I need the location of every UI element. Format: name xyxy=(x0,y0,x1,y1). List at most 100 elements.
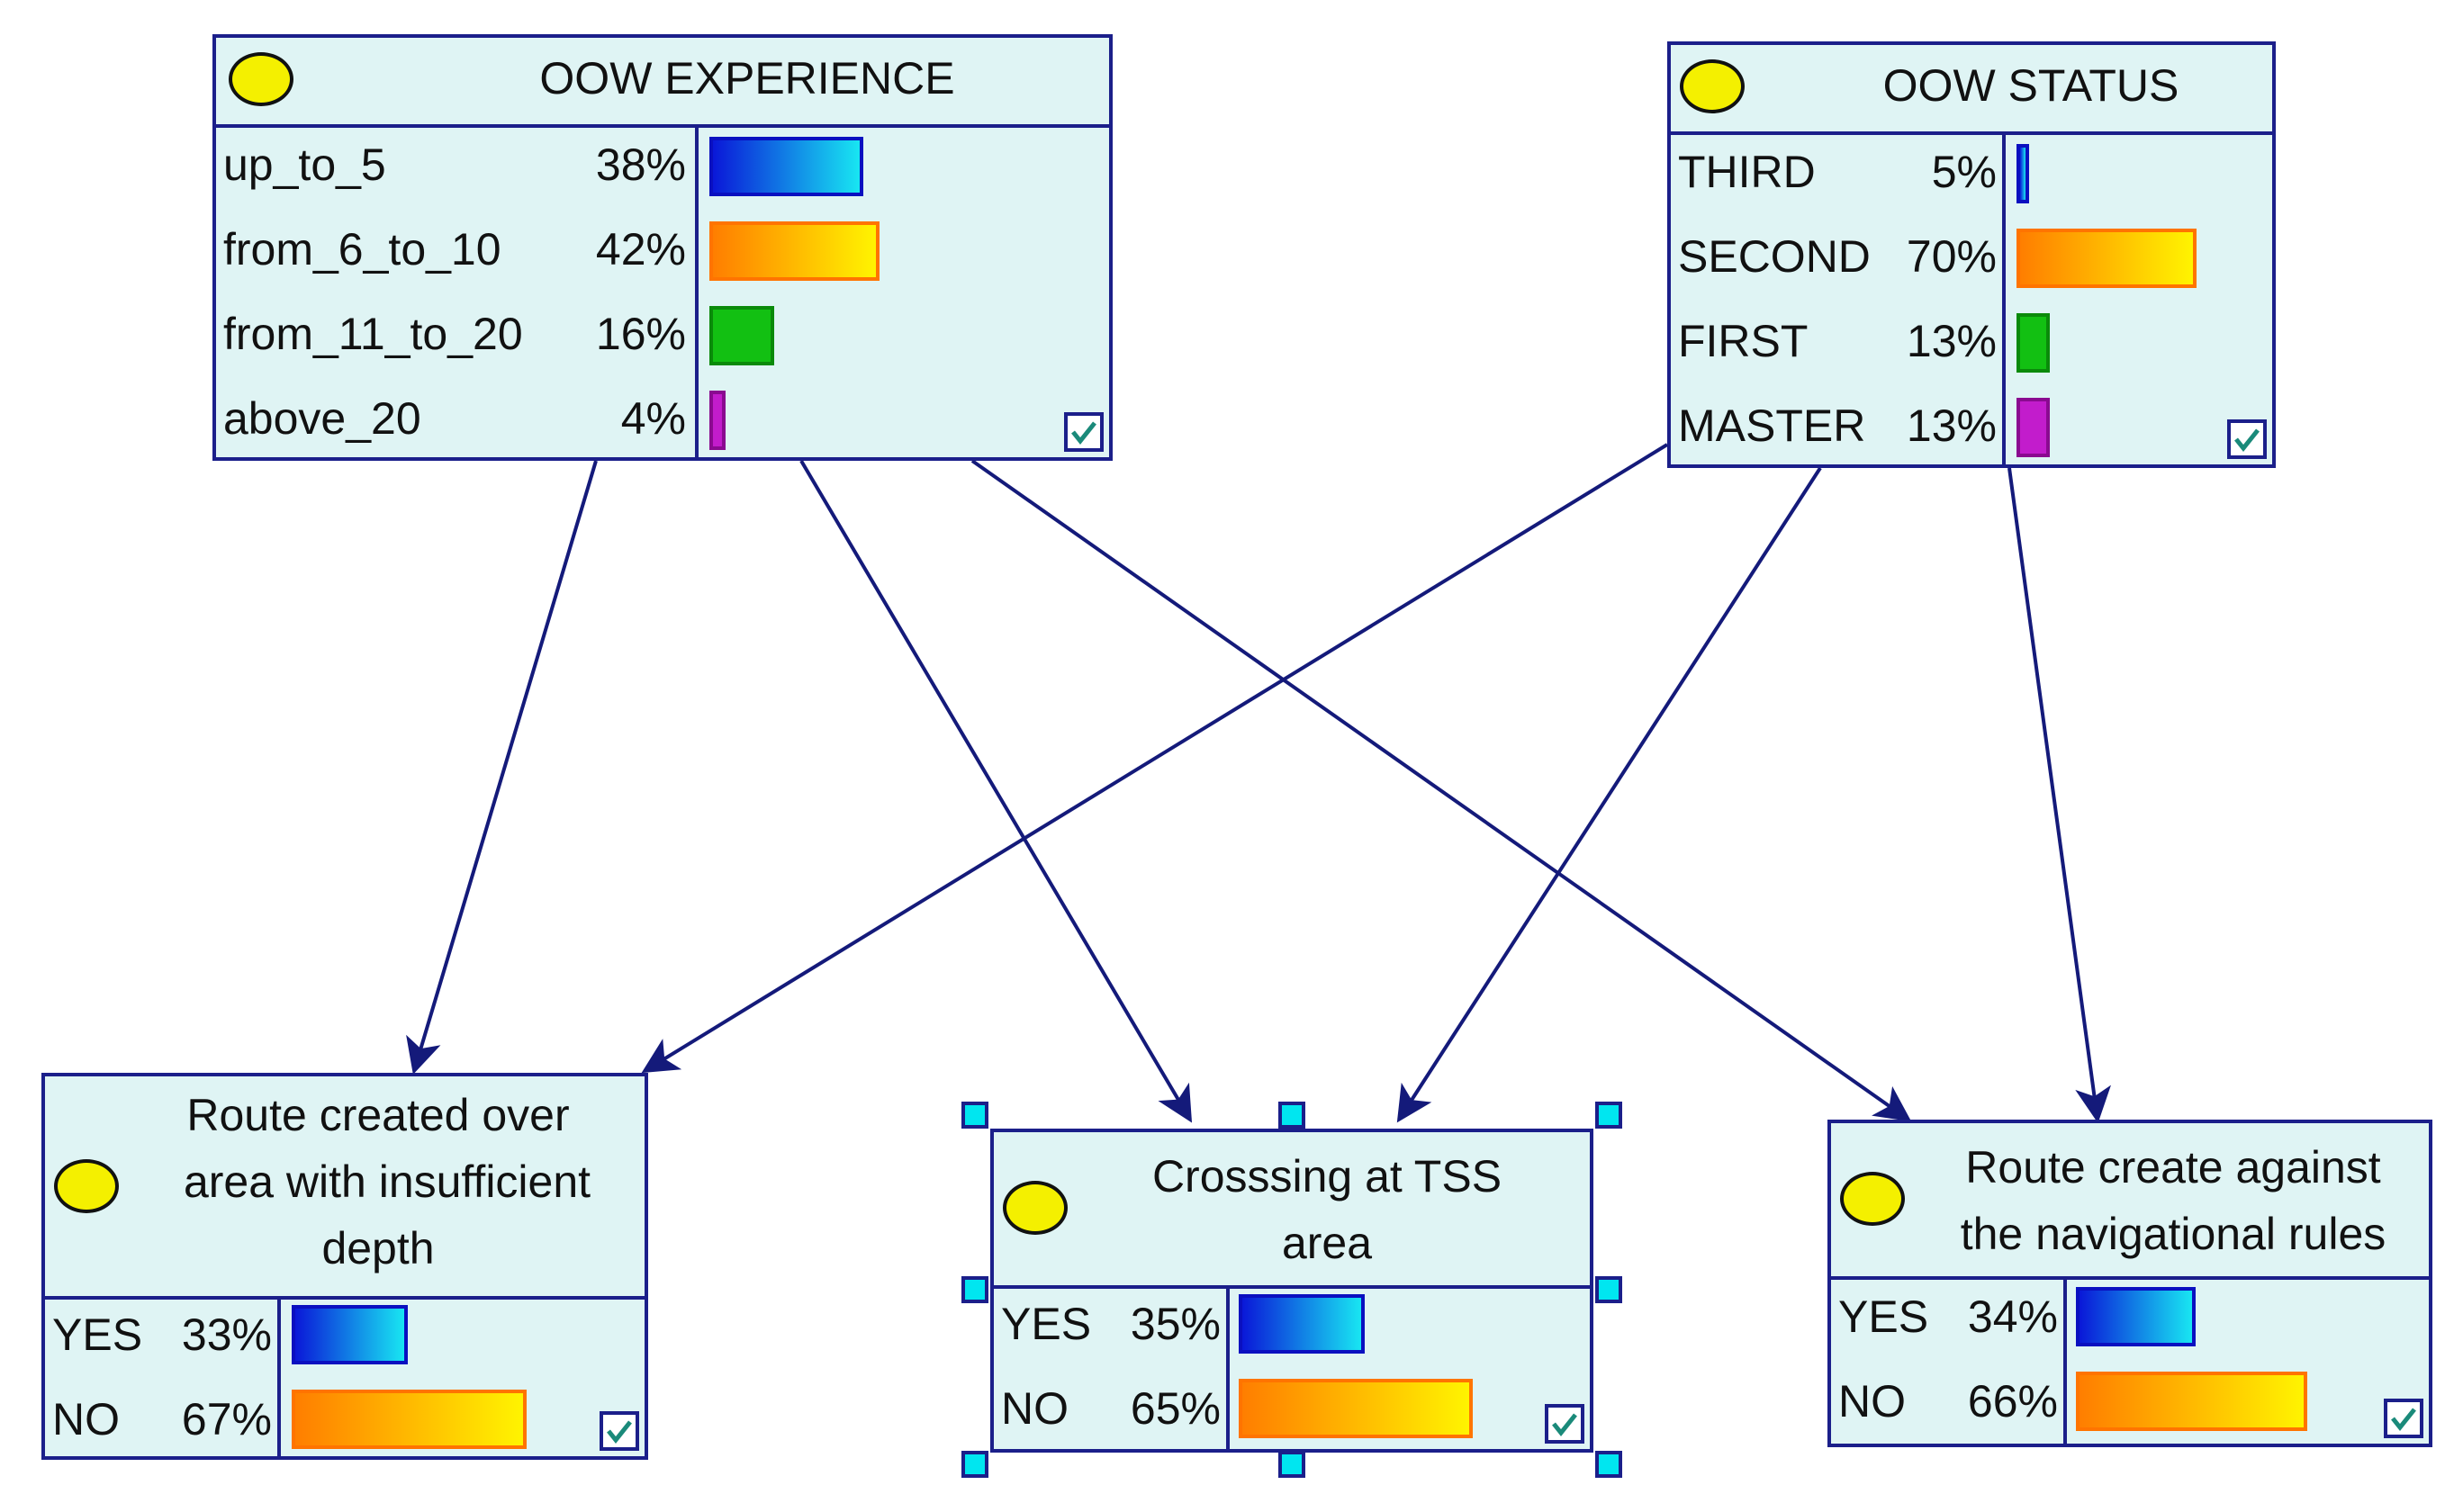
check-icon[interactable] xyxy=(1064,412,1104,452)
node-title-line: Route create against xyxy=(1965,1142,2381,1192)
probability-bar xyxy=(1239,1379,1473,1438)
state-name: YES xyxy=(1001,1299,1092,1349)
yellow-bulb-icon[interactable] xyxy=(1680,59,1745,113)
yellow-bulb-icon[interactable] xyxy=(1003,1181,1068,1235)
node-title-line: the navigational rules xyxy=(1960,1209,2386,1259)
state-percent: 67% xyxy=(181,1394,272,1444)
state-row[interactable]: MASTER 13% xyxy=(1671,400,2006,463)
state-percent: 35% xyxy=(1130,1299,1221,1349)
state-percent: 33% xyxy=(181,1310,272,1360)
edge-experience-to-nav[interactable] xyxy=(970,459,1912,1122)
state-row[interactable]: NO 66% xyxy=(1831,1375,2067,1438)
states-column: YES 35% NO 65% xyxy=(994,1289,1230,1449)
edge-experience-to-tss[interactable] xyxy=(799,459,1193,1123)
state-percent: 13% xyxy=(1906,400,1997,451)
yellow-bulb-icon[interactable] xyxy=(229,52,293,106)
state-row[interactable]: SECOND 70% xyxy=(1671,230,2006,293)
node-title: OOW EXPERIENCE xyxy=(539,53,955,104)
node-body: YES 33% NO 67% xyxy=(45,1300,645,1456)
resize-handle-n[interactable] xyxy=(1278,1102,1305,1129)
state-row[interactable]: YES 34% xyxy=(1831,1291,2067,1354)
state-row[interactable]: NO 65% xyxy=(994,1382,1230,1445)
resize-handle-e[interactable] xyxy=(1595,1276,1622,1303)
probability-bar xyxy=(709,391,726,450)
probability-bar xyxy=(2076,1287,2196,1346)
state-row[interactable]: from_6_to_10 42% xyxy=(216,223,699,286)
state-row[interactable]: NO 67% xyxy=(45,1393,281,1456)
bars-column xyxy=(284,1300,645,1456)
node-title-line: Route created over xyxy=(186,1090,570,1140)
node-crossing-tss[interactable]: Crosssing at TSS area YES 35% NO 65% xyxy=(990,1129,1593,1453)
state-row[interactable]: YES 33% xyxy=(45,1309,281,1372)
probability-bar xyxy=(292,1305,408,1364)
probability-bar xyxy=(2016,144,2029,203)
probability-bar xyxy=(292,1390,527,1449)
probability-bar xyxy=(2016,398,2050,457)
state-row[interactable]: THIRD 5% xyxy=(1671,146,2006,209)
state-row[interactable]: from_11_to_20 16% xyxy=(216,308,699,371)
bars-column xyxy=(702,128,1109,457)
resize-handle-se[interactable] xyxy=(1595,1451,1622,1478)
states-column: YES 34% NO 66% xyxy=(1831,1280,2067,1444)
probability-bar xyxy=(2016,313,2050,373)
state-name: YES xyxy=(52,1310,143,1360)
node-header[interactable]: OOW STATUS xyxy=(1671,45,2272,135)
state-row[interactable]: FIRST 13% xyxy=(1671,315,2006,378)
edge-status-to-tss[interactable] xyxy=(1396,466,1822,1123)
node-oow-experience[interactable]: OOW EXPERIENCE up_to_5 38% from_6_to_10 … xyxy=(212,34,1113,461)
state-percent: 42% xyxy=(595,224,686,274)
states-column: YES 33% NO 67% xyxy=(45,1300,281,1456)
state-row[interactable]: above_20 4% xyxy=(216,392,699,455)
state-row[interactable]: up_to_5 38% xyxy=(216,139,699,202)
node-title-line: depth xyxy=(321,1223,435,1274)
state-name: up_to_5 xyxy=(223,140,386,190)
state-name: NO xyxy=(1838,1376,1906,1426)
node-title-line: area xyxy=(1281,1218,1373,1268)
probability-bar xyxy=(1239,1294,1365,1354)
probability-bar xyxy=(2076,1372,2307,1431)
node-route-nav-rules[interactable]: Route create against the navigational ru… xyxy=(1827,1120,2432,1447)
node-header[interactable]: Route create against the navigational ru… xyxy=(1831,1123,2429,1280)
resize-handle-nw[interactable] xyxy=(961,1102,988,1129)
probability-bar xyxy=(709,137,863,196)
check-icon[interactable] xyxy=(1545,1404,1584,1444)
node-oow-status[interactable]: OOW STATUS THIRD 5% SECOND 70% FIRST 13%… xyxy=(1667,41,2276,468)
node-body: YES 35% NO 65% xyxy=(994,1289,1590,1449)
edge-experience-to-depth[interactable] xyxy=(406,460,598,1075)
state-name: from_6_to_10 xyxy=(223,224,501,274)
node-title-line: Crosssing at TSS xyxy=(1151,1151,1502,1202)
bars-column xyxy=(2009,135,2272,464)
node-body: YES 34% NO 66% xyxy=(1831,1280,2429,1444)
state-name: above_20 xyxy=(223,393,421,444)
node-header[interactable]: OOW EXPERIENCE xyxy=(216,38,1109,128)
probability-bar xyxy=(709,306,774,365)
check-icon[interactable] xyxy=(2227,419,2267,459)
node-body: THIRD 5% SECOND 70% FIRST 13% MASTER 13% xyxy=(1671,135,2272,464)
node-header[interactable]: Route created over area with insufficien… xyxy=(45,1076,645,1300)
edge-status-to-nav[interactable] xyxy=(2007,467,2111,1123)
node-title-line: area with insufficient xyxy=(183,1156,591,1207)
yellow-bulb-icon[interactable] xyxy=(1840,1172,1905,1226)
resize-handle-w[interactable] xyxy=(961,1276,988,1303)
resize-handle-s[interactable] xyxy=(1278,1451,1305,1478)
state-name: FIRST xyxy=(1678,316,1809,366)
state-name: NO xyxy=(1001,1383,1069,1434)
state-row[interactable]: YES 35% xyxy=(994,1298,1230,1361)
check-icon[interactable] xyxy=(2384,1399,2423,1438)
node-title: OOW STATUS xyxy=(1882,60,2179,111)
node-body: up_to_5 38% from_6_to_10 42% from_11_to_… xyxy=(216,128,1109,457)
edge-status-to-depth[interactable] xyxy=(641,443,1669,1074)
bars-column xyxy=(1233,1289,1590,1449)
state-percent: 66% xyxy=(1967,1376,2058,1426)
resize-handle-ne[interactable] xyxy=(1595,1102,1622,1129)
state-name: NO xyxy=(52,1394,120,1444)
node-header[interactable]: Crosssing at TSS area xyxy=(994,1132,1590,1289)
state-name: YES xyxy=(1838,1292,1929,1342)
yellow-bulb-icon[interactable] xyxy=(54,1159,119,1213)
state-percent: 70% xyxy=(1906,231,1997,282)
resize-handle-sw[interactable] xyxy=(961,1451,988,1478)
state-percent: 16% xyxy=(595,309,686,359)
node-route-insufficient-depth[interactable]: Route created over area with insufficien… xyxy=(41,1073,648,1460)
check-icon[interactable] xyxy=(600,1411,639,1451)
